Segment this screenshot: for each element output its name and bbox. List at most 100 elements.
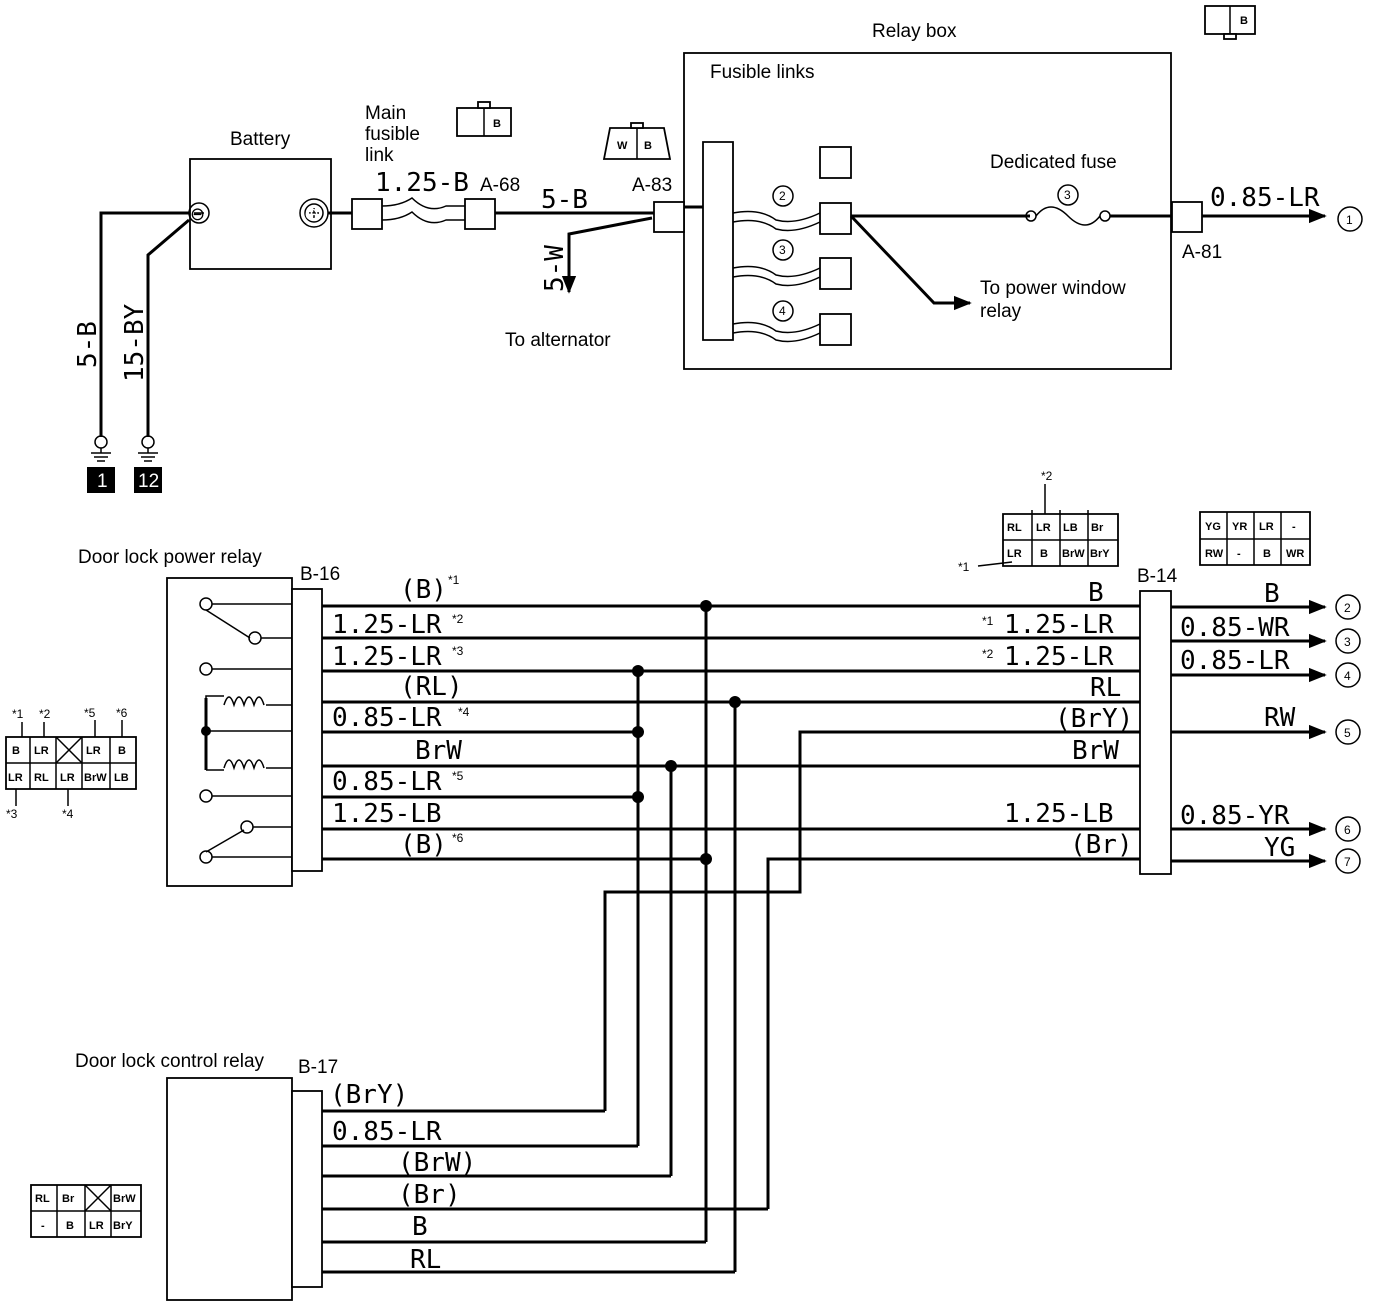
wire-label-125b: 1.25-B [375,168,469,198]
wire-label-right-lr2: 1.25-LR [1004,642,1114,672]
note-3: *3 [452,644,464,658]
svg-text:LR: LR [8,772,23,784]
svg-text:B: B [66,1220,74,1232]
main-fusible-link [381,197,465,224]
wire-label-right-b: B [1088,578,1104,608]
main-fusible-label-3: link [365,145,394,166]
note-1-b16: *1 [12,707,24,721]
svg-text:LB: LB [1063,522,1078,534]
wire-label-right-brw: BrW [1072,736,1119,766]
wire-label-085lr-5: 0.85-LR [332,767,442,797]
fusible-link-3 [732,265,821,287]
wire-label-right-br: (Br) [1070,830,1133,860]
svg-text:LR: LR [86,745,101,757]
fuse-number-3: 3 [779,243,786,257]
note-6-b16: *6 [116,706,128,720]
junction-dot [700,853,712,865]
wire-label-brw: BrW [415,736,462,766]
ground-symbol-12: 12 [134,435,162,493]
wire-label-b-1: (B) [400,575,447,605]
fusible-bus-bar [702,141,734,341]
wire-label-15by-vertical: 15-BY [120,303,150,382]
dedicated-fuse-number: 3 [1064,188,1071,202]
relay-box [683,52,1172,370]
note-2-b16: *2 [39,707,51,721]
note-2-face: *2 [1041,469,1053,483]
connector-a68-label: A-68 [480,175,520,196]
battery [189,158,332,270]
door-lock-control-relay-label: Door lock control relay [75,1051,265,1072]
wire-label-right-rl: RL [1090,673,1121,703]
connector-face-top-right: B [1204,5,1256,40]
junction-dot [632,791,644,803]
svg-text:-: - [1292,521,1296,533]
svg-text:LR: LR [1036,522,1051,534]
terminal-7: 7 [1344,855,1351,869]
svg-text:BrW: BrW [1062,548,1085,560]
svg-text:-: - [41,1220,45,1232]
fusible-links-label: Fusible links [710,62,815,83]
b16-connector [291,588,323,872]
wire-label-control-brw: (BrW) [398,1148,476,1178]
note-1-right: *1 [982,614,994,628]
a81-connector [1171,201,1203,233]
door-lock-power-relay [166,577,293,887]
output-label-b: B [1264,579,1280,609]
junction-dot [700,600,712,612]
note-4-b16: *4 [62,807,74,821]
note-4: *4 [458,705,470,719]
connector-b16-label: B-16 [300,564,340,585]
b17-connector [291,1090,323,1288]
note-6: *6 [452,831,464,845]
note-1: *1 [448,573,460,587]
svg-text:YR: YR [1232,521,1247,533]
svg-text:B: B [118,745,126,757]
wire-label-control-bry: (BrY) [330,1080,408,1110]
svg-text:YG: YG [1205,521,1221,533]
output-label-yg: YG [1264,833,1295,863]
terminal-3: 3 [1344,635,1351,649]
output-label-yr: 0.85-YR [1180,801,1290,831]
wire-label-right-lb: 1.25-LB [1004,799,1114,829]
fusible-link-block-right [464,198,496,230]
output-label-wr: 0.85-WR [1180,613,1290,643]
note-2-right: *2 [982,647,994,661]
fusible-link-4 [732,321,821,343]
b14-connector-face-a: RL LR LB Br LR B BrW BrY [1002,510,1119,567]
wire-label-control-rl: RL [410,1245,441,1275]
svg-text:LR: LR [1259,521,1274,533]
relay-box-label: Relay box [872,21,957,42]
a83-connector-face: W B [602,122,672,160]
svg-text:Br: Br [1091,522,1104,534]
note-3-b16: *3 [6,807,18,821]
wire-label-control-br: (Br) [398,1180,461,1210]
ground-symbol-1: 1 [87,435,115,493]
connector-a81-label: A-81 [1182,242,1222,263]
terminal-2: 2 [1344,601,1351,615]
main-fusible-label-1: Main [365,103,406,124]
relay-internal [199,597,292,864]
door-lock-control-relay [166,1077,293,1301]
svg-text:LR: LR [1007,548,1022,560]
wire-label-5b-vertical: 5-B [73,321,103,368]
junction-dot [632,665,644,677]
fusible-link-box-2 [819,202,852,235]
terminal-6: 6 [1344,823,1351,837]
svg-text:BrY: BrY [113,1220,133,1232]
svg-text:B: B [12,745,20,757]
fusible-link-box-4 [819,313,852,346]
svg-text:-: - [1237,548,1241,560]
svg-text:1: 1 [97,471,108,492]
svg-text:B: B [1263,548,1271,560]
b17-connector-face: RL Br BrW - B LR BrY [30,1184,142,1238]
wire-label-control-lr: 0.85-LR [332,1117,442,1147]
svg-text:Br: Br [62,1193,75,1205]
a83-connector [653,201,685,233]
wire-label-right-lr1: 1.25-LR [1004,610,1114,640]
fusible-link-box-0 [819,146,852,179]
to-alternator-label: To alternator [505,330,611,351]
svg-text:BrY: BrY [1090,548,1110,560]
connector-a83-label: A-83 [632,175,672,196]
output-label-lr: 0.85-LR [1180,646,1290,676]
svg-text:RL: RL [34,772,49,784]
